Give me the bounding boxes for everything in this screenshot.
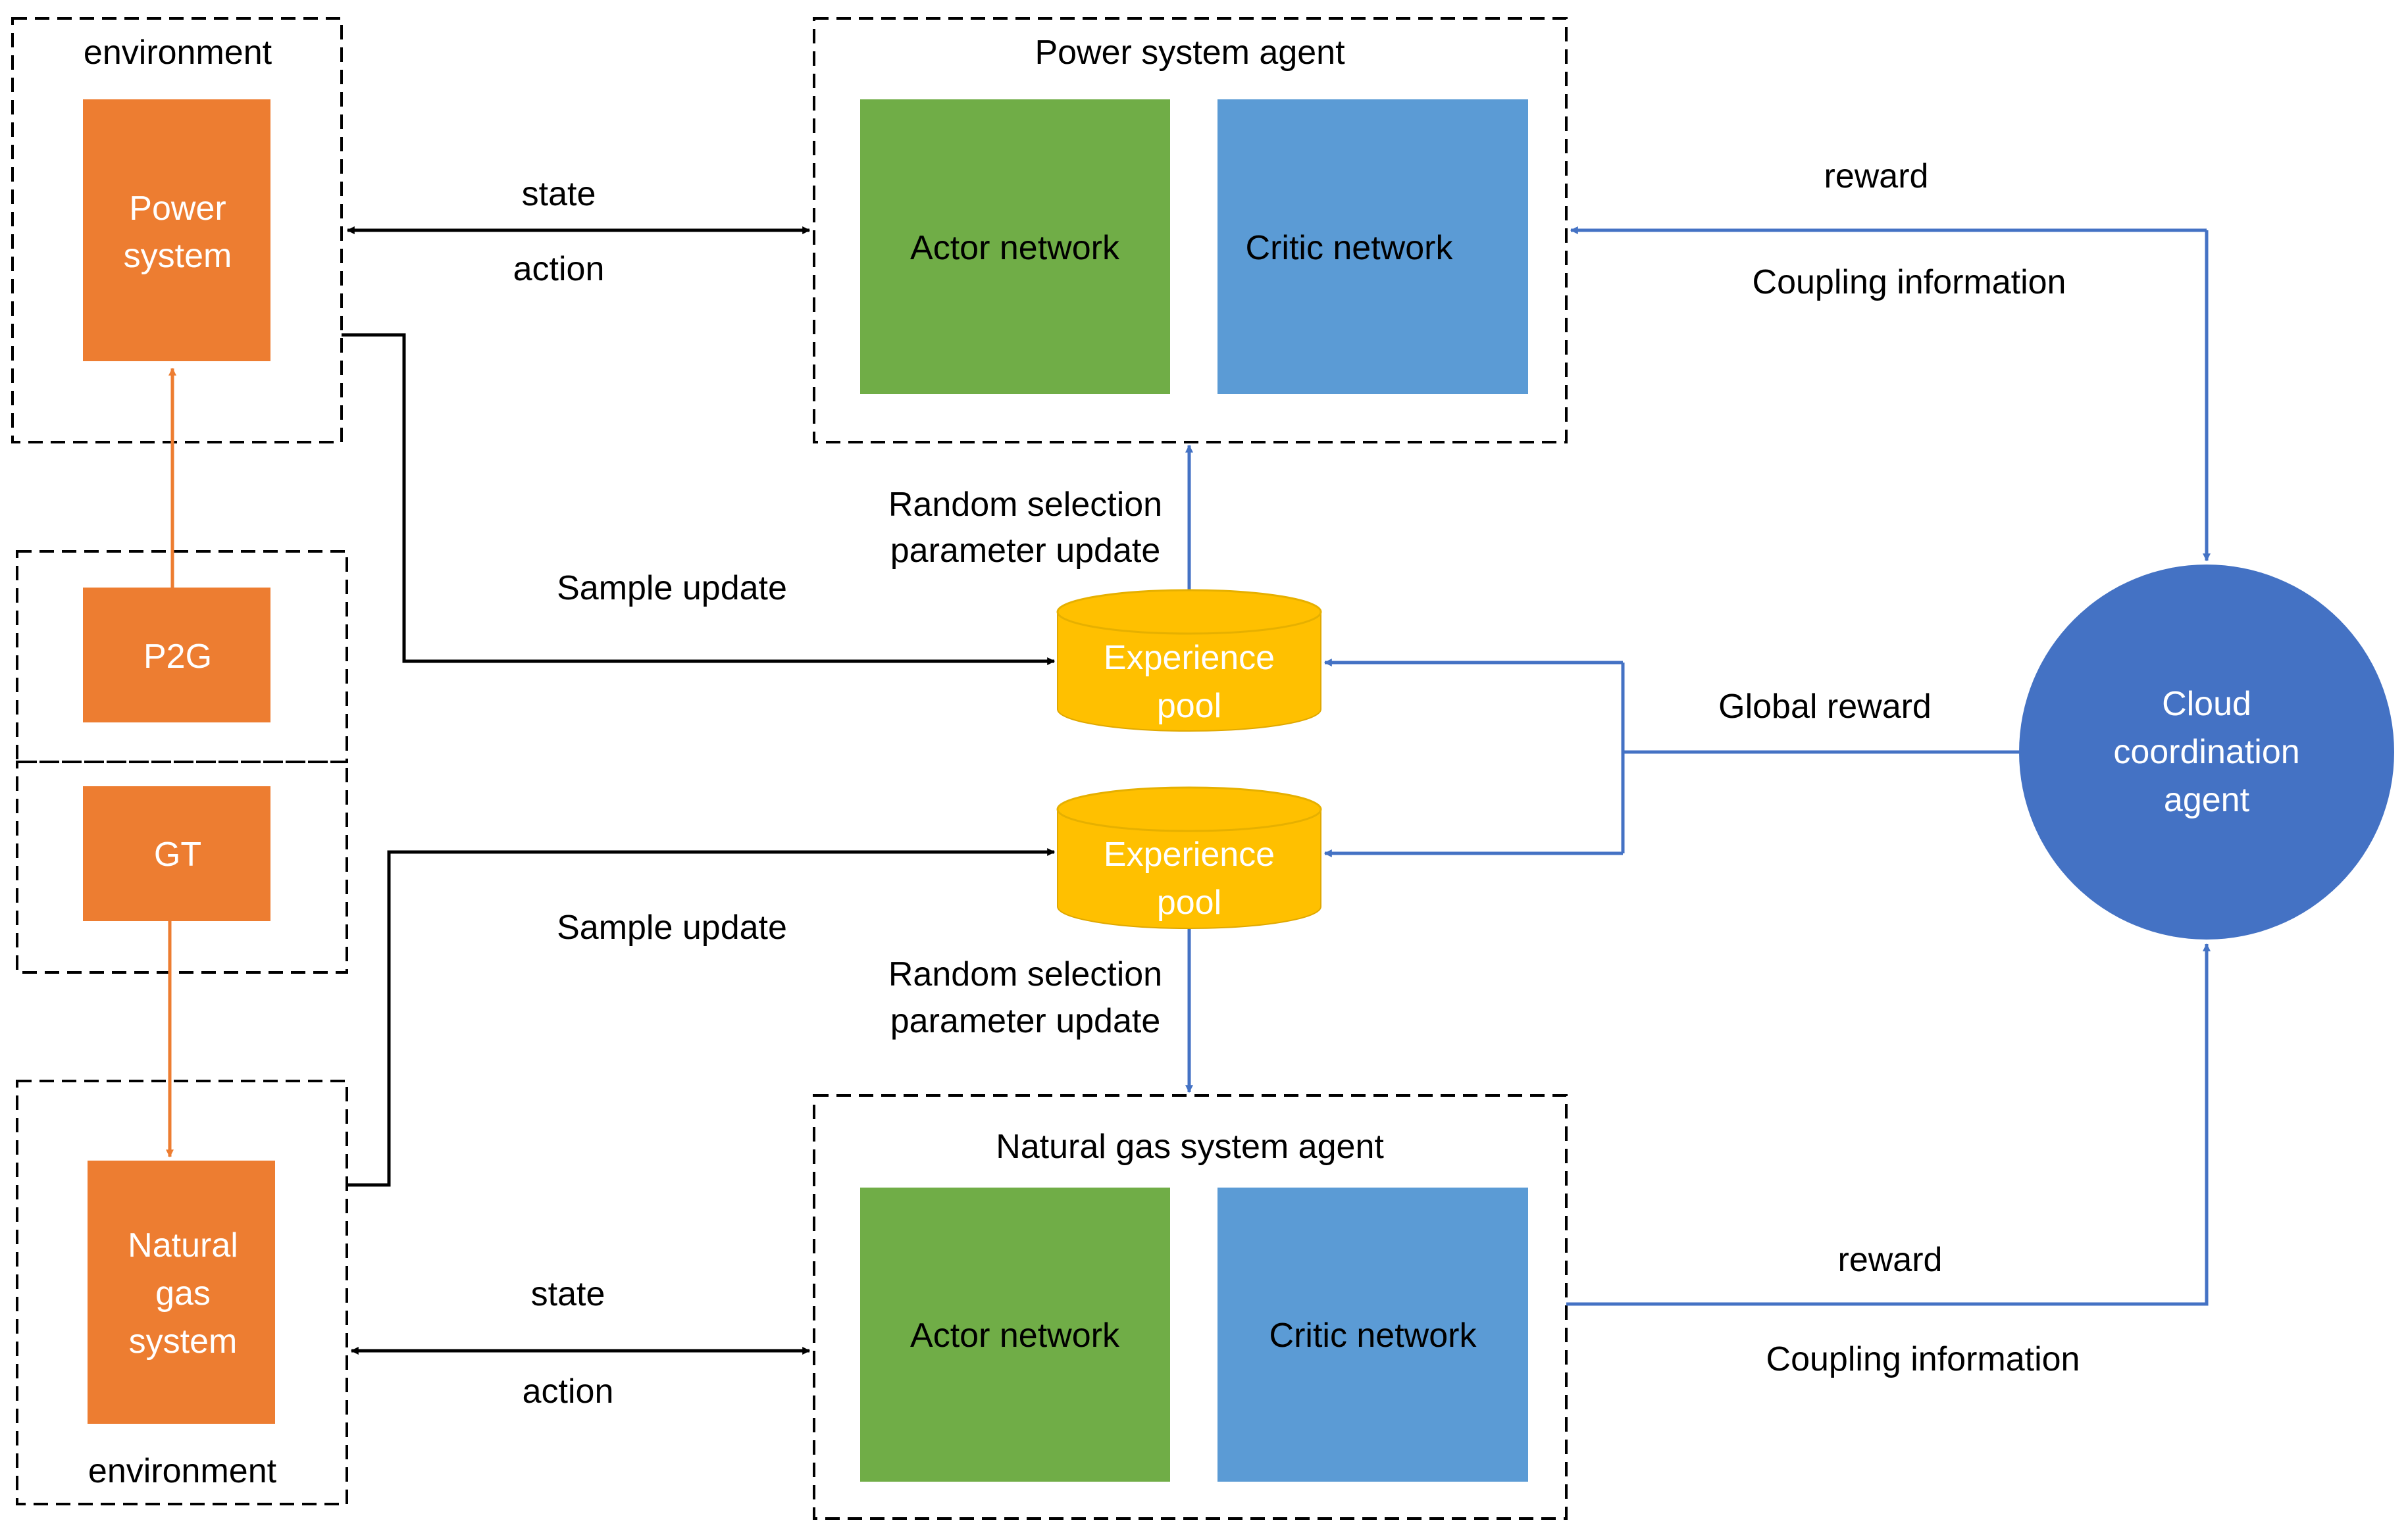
gt-block <box>83 786 270 921</box>
power-actor-network <box>860 99 1170 394</box>
cloud-label-line2: coordination <box>2113 733 2299 771</box>
random-selection-label-top: Random selection <box>888 486 1162 524</box>
reward-coupling-arrow-bottom <box>1566 943 2211 1306</box>
sample-update-arrow-bottom <box>347 848 1056 1187</box>
sample-update-label-top: Sample update <box>557 569 787 607</box>
sample-update-label-bottom: Sample update <box>557 909 787 947</box>
gas-actor-network <box>860 1188 1170 1482</box>
random-selection-label-bottom: Random selection <box>888 955 1162 993</box>
gt-label: GT <box>154 836 201 874</box>
natural-gas-system-block <box>88 1161 275 1424</box>
cloud-coordination-agent <box>2019 565 2394 940</box>
pool-top-label-line2: pool <box>1157 687 1221 725</box>
p2g-label: P2G <box>143 638 212 676</box>
natural-gas-label-line2: gas <box>155 1274 211 1313</box>
action-label-bottom: action <box>523 1372 614 1411</box>
coupling-info-label-bottom: Coupling information <box>1766 1340 2080 1378</box>
parameter-update-label-bottom: parameter update <box>890 1002 1161 1040</box>
coupling-info-label-top: Coupling information <box>1753 263 2066 301</box>
power-actor-label: Actor network <box>910 229 1120 267</box>
power-environment-container <box>11 17 343 443</box>
power-critic-network <box>1217 99 1528 394</box>
pool-top-label-line1: Experience <box>1104 639 1275 677</box>
experience-pool-bottom <box>1056 786 1322 929</box>
gas-agent-container <box>813 1094 1568 1520</box>
natural-gas-label-line3: system <box>129 1322 238 1361</box>
gas-environment-container <box>16 1080 348 1505</box>
power-system-label-line2: system <box>124 237 232 275</box>
cloud-label-line1: Cloud <box>2162 685 2251 723</box>
power-environment-label: environment <box>84 34 272 72</box>
global-reward-label: Global reward <box>1718 688 1932 726</box>
power-system-label-line1: Power <box>129 189 226 228</box>
reward-label-bottom: reward <box>1838 1241 1943 1279</box>
gas-environment-label: environment <box>88 1452 277 1490</box>
natural-gas-label-line1: Natural <box>128 1226 238 1265</box>
gas-critic-label: Critic network <box>1269 1317 1477 1355</box>
action-label-top: action <box>513 250 605 288</box>
power-agent-title: Power system agent <box>1035 34 1345 72</box>
reward-label-top: reward <box>1824 157 1929 195</box>
gas-agent-title: Natural gas system agent <box>996 1128 1384 1166</box>
gt-container <box>16 761 348 974</box>
pool-bottom-label-line2: pool <box>1157 884 1221 922</box>
experience-pool-top <box>1056 589 1322 732</box>
cloud-label-line3: agent <box>2164 781 2250 819</box>
power-system-block <box>83 99 270 361</box>
p2g-block <box>83 588 270 722</box>
state-label-top: state <box>522 175 596 213</box>
power-critic-label: Critic network <box>1246 229 1454 267</box>
gas-actor-label: Actor network <box>910 1317 1120 1355</box>
state-label-bottom: state <box>531 1275 605 1313</box>
sample-update-arrow-top <box>342 333 1056 665</box>
pool-bottom-label-line1: Experience <box>1104 836 1275 874</box>
power-agent-container <box>813 17 1568 443</box>
gas-critic-network <box>1217 1188 1528 1482</box>
parameter-update-label-top: parameter update <box>890 532 1161 570</box>
